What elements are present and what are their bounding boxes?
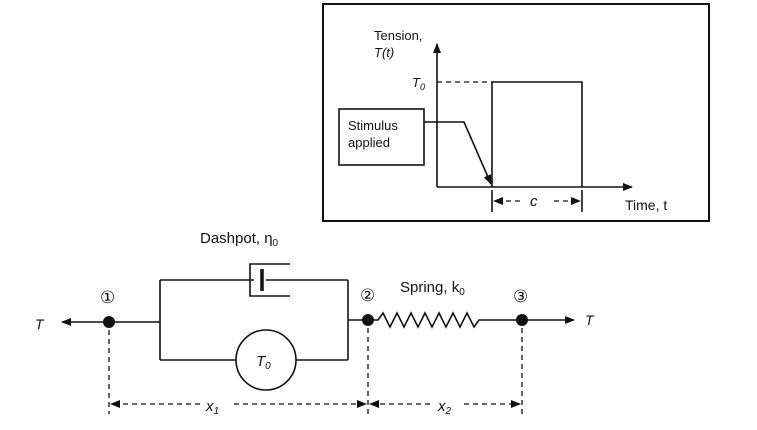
x1-label: x1 bbox=[205, 398, 219, 417]
node-1-label: ① bbox=[100, 288, 115, 307]
dashpot-label: Dashpot, η0 bbox=[200, 230, 279, 249]
stimulus-label-line2: applied bbox=[348, 135, 390, 150]
node-2-label: ② bbox=[360, 286, 375, 305]
node-2-dot bbox=[362, 314, 374, 326]
contractile-element-label: T0 bbox=[256, 353, 271, 372]
force-label-left: T bbox=[35, 316, 45, 332]
tension-pulse bbox=[491, 81, 583, 187]
contractile-element bbox=[235, 329, 297, 391]
x2-label: x2 bbox=[437, 398, 452, 417]
node-3-label: ③ bbox=[513, 287, 528, 306]
dashpot-cylinder bbox=[249, 263, 290, 297]
stimulus-box bbox=[338, 108, 425, 166]
inset-plot: Tension, T(t) Time, t T0 Stimulus applie… bbox=[322, 3, 710, 222]
spring-label: Spring, k0 bbox=[400, 279, 465, 298]
force-label-right: T bbox=[585, 312, 595, 328]
stimulus-label-line1: Stimulus bbox=[348, 118, 398, 133]
y-axis-label-line1: Tension, bbox=[374, 28, 422, 43]
node-3-dot bbox=[516, 314, 528, 326]
y-axis-label-line2: T(t) bbox=[374, 45, 394, 60]
x-axis-label: Time, t bbox=[625, 197, 667, 213]
node-1-dot bbox=[103, 316, 115, 328]
duration-label: c bbox=[530, 193, 538, 210]
mechanical-model: T T Dashpot, η0 T0 Spring, k0 bbox=[35, 230, 595, 417]
spring bbox=[368, 311, 522, 329]
tension-level-label: T0 bbox=[412, 75, 425, 92]
stimulus-pointer bbox=[424, 121, 492, 185]
